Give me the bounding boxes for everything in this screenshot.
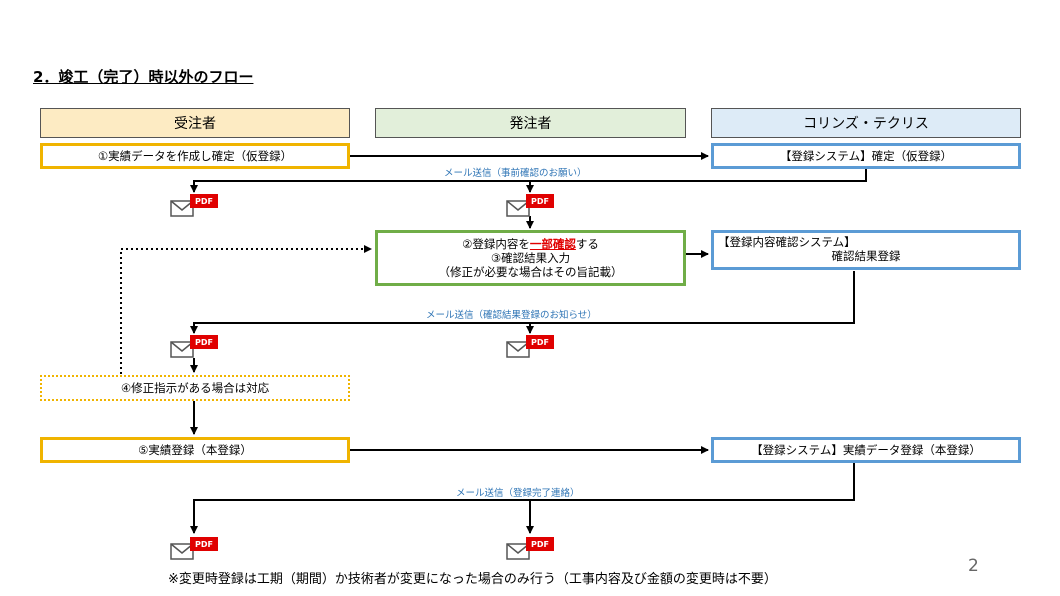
step2-3-box: ②登録内容を一部確認する ③確認結果入力 （修正が必要な場合はその旨記載） bbox=[375, 230, 686, 286]
registration-system-confirm-box: 【登録システム】確定（仮登録） bbox=[711, 143, 1021, 169]
step1-label: ①実績データを作成し確定（仮登録） bbox=[97, 149, 293, 163]
mail-label-complete: メール送信（登録完了連絡） bbox=[456, 488, 580, 499]
step5-box: ⑤実績登録（本登録） bbox=[40, 437, 350, 463]
step1-box: ①実績データを作成し確定（仮登録） bbox=[40, 143, 350, 169]
svg-text:PDF: PDF bbox=[531, 197, 549, 206]
mail-pdf-icon: PDF bbox=[504, 333, 556, 363]
step5-label: ⑤実績登録（本登録） bbox=[138, 443, 252, 457]
mail-label-pre-check: メール送信（事前確認のお願い） bbox=[444, 168, 587, 179]
page-title: 2．竣工（完了）時以外のフロー bbox=[33, 68, 254, 86]
lane-header-client: 発注者 bbox=[375, 108, 686, 138]
mail-label-check-result: メール送信（確認結果登録のお知らせ） bbox=[426, 310, 597, 321]
registration-system-final-box: 【登録システム】実績データ登録（本登録） bbox=[711, 437, 1021, 463]
svg-text:PDF: PDF bbox=[195, 338, 213, 347]
mail-pdf-icon: PDF bbox=[168, 535, 220, 565]
check-system-box: 【登録内容確認システム】 確認結果登録 bbox=[711, 230, 1021, 270]
registration-system-confirm-label: 【登録システム】確定（仮登録） bbox=[779, 149, 953, 163]
mail3-line bbox=[190, 463, 855, 534]
dotted-feedback-line bbox=[120, 245, 372, 374]
step4-label: ④修正指示がある場合は対応 bbox=[120, 381, 270, 395]
svg-text:PDF: PDF bbox=[195, 540, 213, 549]
mail-pdf-icon: PDF bbox=[168, 333, 220, 363]
svg-text:PDF: PDF bbox=[531, 540, 549, 549]
svg-text:PDF: PDF bbox=[531, 338, 549, 347]
lane-header-corins: コリンズ・テクリス bbox=[711, 108, 1021, 138]
mail-pdf-icon: PDF bbox=[504, 192, 556, 222]
step4-box: ④修正指示がある場合は対応 bbox=[40, 375, 350, 401]
mail-pdf-icon: PDF bbox=[168, 192, 220, 222]
page-number: 2 bbox=[968, 556, 979, 576]
check-system-title: 【登録内容確認システム】 bbox=[718, 235, 856, 249]
step3-label: ③確認結果入力 bbox=[490, 251, 571, 265]
lane-header-contractor: 受注者 bbox=[40, 108, 350, 138]
footnote: ※変更時登録は工期（期間）か技術者が変更になった場合のみ行う（工事内容及び金額の… bbox=[168, 572, 777, 587]
check-system-sub: 確認結果登録 bbox=[831, 249, 901, 263]
mail2-line bbox=[190, 271, 855, 334]
svg-text:PDF: PDF bbox=[195, 197, 213, 206]
mail-pdf-icon: PDF bbox=[504, 535, 556, 565]
step2-line: ②登録内容を一部確認する bbox=[462, 237, 599, 251]
registration-system-final-label: 【登録システム】実績データ登録（本登録） bbox=[751, 443, 981, 457]
partial-check-emphasis: 一部確認 bbox=[529, 237, 576, 251]
step3-note: （修正が必要な場合はその旨記載） bbox=[438, 265, 623, 279]
